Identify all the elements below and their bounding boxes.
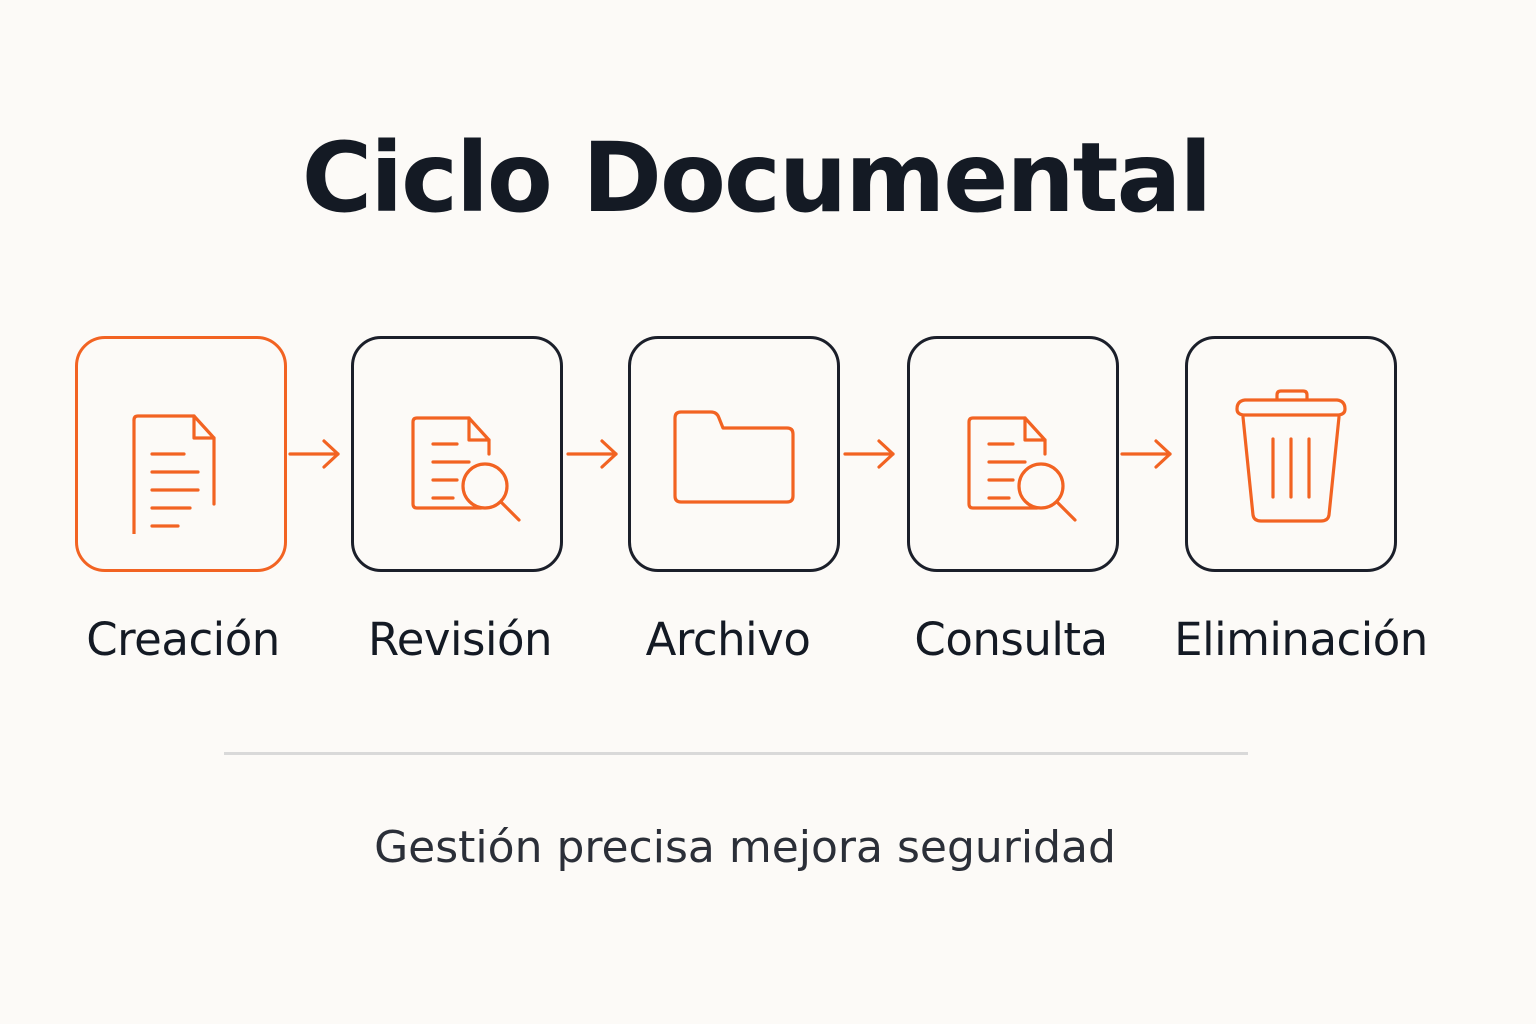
trash-icon <box>1235 389 1347 523</box>
arrow-right-icon <box>566 439 618 469</box>
divider <box>224 752 1248 755</box>
document-search-icon <box>967 416 1077 522</box>
step-eliminacion <box>1185 336 1397 572</box>
step-consulta <box>907 336 1119 572</box>
page-title: Ciclo Documental <box>301 122 1213 234</box>
arrow-right-icon <box>1120 439 1172 469</box>
arrow-right-icon <box>288 439 340 469</box>
step-label-creacion: Creación <box>86 613 280 666</box>
step-label-consulta: Consulta <box>914 613 1108 666</box>
step-archivo <box>628 336 840 572</box>
step-creacion <box>75 336 287 572</box>
step-label-archivo: Archivo <box>645 613 811 666</box>
document-search-icon <box>411 416 521 522</box>
arrow-right-icon <box>843 439 895 469</box>
folder-icon <box>673 410 795 504</box>
step-label-revision: Revisión <box>367 613 553 666</box>
step-revision <box>351 336 563 572</box>
document-edit-icon <box>132 414 216 534</box>
step-label-eliminacion: Eliminación <box>1174 613 1428 666</box>
caption: Gestión precisa mejora seguridad <box>374 822 1116 873</box>
